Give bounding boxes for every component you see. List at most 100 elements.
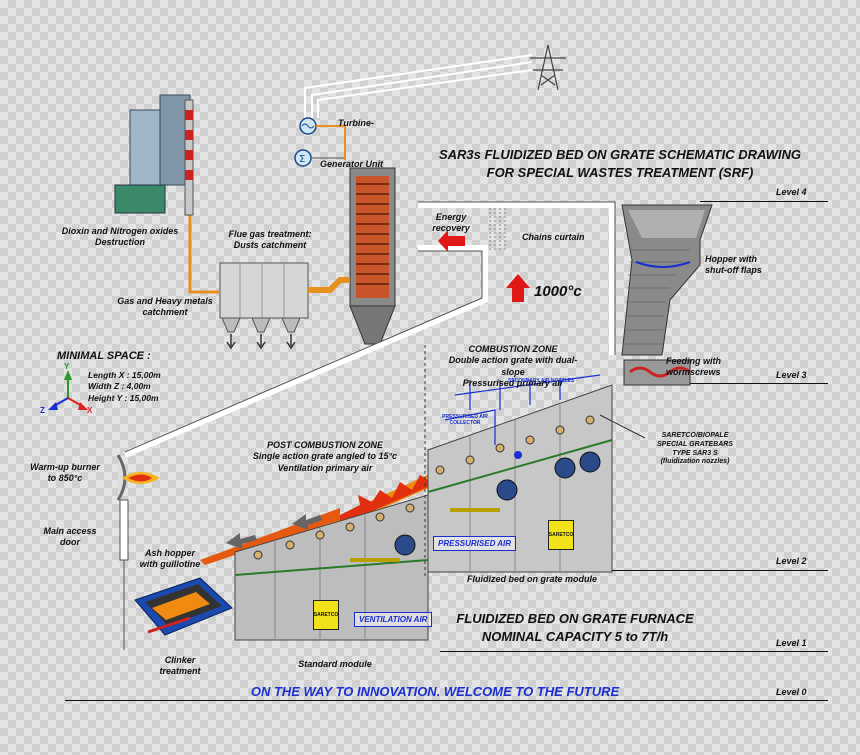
level-2-line: [612, 570, 828, 571]
standard-module: [234, 494, 500, 641]
level-4-line: [700, 201, 828, 202]
access-door-label: Main access door: [30, 526, 110, 549]
ash-line-2: with guillotine: [139, 559, 201, 570]
combustion-line-3: Pressurised primary air: [462, 377, 564, 388]
hopper: [621, 204, 713, 386]
inspection-port-icons: [253, 415, 595, 560]
turbine-label-2: Generator Unit: [320, 159, 384, 169]
minimal-space-dimensions: Length X : 15,00m Width Z : 4,00m Height…: [88, 370, 161, 404]
clinker-line-1: Clinker: [164, 655, 196, 665]
clinker-label: Clinker treatment: [140, 655, 220, 678]
axis-z-label: Z: [40, 406, 45, 415]
dioxin-line-2: Destruction: [94, 237, 145, 248]
hopper-label: Hopper with shut-off flaps: [705, 254, 785, 277]
axis-x-label: X: [87, 406, 93, 415]
dioxin-label: Dioxin and Nitrogen oxides Destruction: [40, 226, 200, 249]
axis-gizmo-icon: [48, 370, 88, 410]
axis-y-label: Y: [64, 362, 70, 371]
flue-line-1: Flue gas treatment:: [228, 229, 312, 239]
dioxin-line-1: Dioxin and Nitrogen oxides: [61, 226, 179, 236]
furnace-line-2: NOMINAL CAPACITY 5 to 7T/h: [481, 628, 669, 644]
chains-curtain: [489, 208, 506, 252]
gratebars-line-4: (fluidization nozzles): [660, 458, 730, 466]
energy-arrow-icon: [438, 230, 465, 252]
pressurised-air-label: PRESSURISED AIR: [433, 536, 517, 551]
ventilation-air-label: VENTILATION AIR: [354, 612, 433, 627]
hopper-line-1: Hopper with: [705, 254, 757, 264]
saretco-plate-right: SARETCO: [548, 520, 574, 550]
flue-gas-treatment-unit: [219, 262, 309, 350]
chimney-building: [114, 94, 194, 216]
gratebars-line-2: SPECIAL GRATEBARS: [657, 440, 733, 448]
access-line-1: Main access: [43, 526, 97, 536]
ash-hopper-label: Ash hopper with guillotine: [130, 548, 210, 571]
post-line-3: Ventilation primary air: [277, 462, 373, 473]
flue-line-2: Dusts catchment: [233, 240, 307, 251]
gas-metals-label: Gas and Heavy metals catchment: [100, 296, 230, 319]
warmup-line-2: to 850°c: [47, 473, 83, 484]
ash-hopper: [134, 577, 233, 636]
power-lines: [304, 54, 533, 118]
turbine-icon: Σ: [294, 117, 317, 167]
slogan: ON THE WAY TO INNOVATION. WELCOME TO THE…: [250, 684, 620, 699]
length-value: Length X : 15,00m: [88, 370, 161, 380]
secondary-air-label: SECONDARY AIR NOZZLES: [508, 378, 575, 384]
level-2-label: Level 2: [776, 556, 807, 566]
energy-line-2: recovery: [432, 223, 470, 234]
level-0-line: [65, 700, 828, 701]
chains-curtain-label: Chains curtain: [522, 232, 585, 242]
combustion-line-2: Double action grate with dual-slope: [448, 355, 578, 377]
gas-line-1: Gas and Heavy metals: [117, 296, 213, 306]
post-line-2: Single action grate angled to 15°c: [252, 451, 398, 462]
title-line-1: SAR3s FLUIDIZED BED ON GRATE SCHEMATIC D…: [438, 147, 802, 162]
post-combustion-label: POST COMBUSTION ZONE Single action grate…: [250, 440, 400, 474]
energy-line-1: Energy: [435, 212, 467, 222]
feeding-line-1: Feeding with: [666, 356, 721, 366]
feeding-label: Feeding with wormscrews: [666, 356, 756, 379]
temperature-label: 1000°c: [534, 283, 582, 300]
power-pylon: [530, 44, 566, 91]
combustion-zone-label: COMBUSTION ZONE Double action grate with…: [438, 344, 588, 389]
clinker-line-2: treatment: [159, 666, 201, 677]
gratebars-label: SARETCO/BIOPALE SPECIAL GRATEBARS TYPE S…: [640, 432, 750, 467]
gratebars-line-3: TYPE SAR3 S: [672, 449, 718, 457]
access-line-2: door: [60, 537, 80, 548]
level-3-label: Level 3: [776, 370, 807, 380]
title-line-2: FOR SPECIAL WASTES TREATMENT (SRF): [486, 164, 754, 180]
turbine-label-1: Turbine-: [338, 118, 374, 128]
flue-gas-label: Flue gas treatment: Dusts catchment: [215, 229, 325, 252]
heat-up-arrow-icon: [506, 274, 530, 302]
saretco-plate-left: SARETCO: [313, 600, 339, 630]
combustion-line-1: COMBUSTION ZONE: [468, 344, 558, 354]
fluidized-module-label: Fluidized bed on grate module: [466, 574, 597, 584]
level-1-label: Level 1: [776, 638, 807, 648]
height-value: Height Y : 15,00m: [88, 392, 159, 403]
minimal-space-heading: MINIMAL SPACE :: [57, 350, 151, 362]
svg-text:Σ: Σ: [299, 154, 305, 165]
furnace-line-1: FLUIDIZED BED ON GRATE FURNACE: [456, 611, 694, 626]
hopper-line-2: shut-off flaps: [705, 265, 762, 276]
level-1-line: [440, 651, 828, 652]
level-3-line: [690, 383, 828, 384]
burner: [116, 454, 160, 650]
feeding-line-2: wormscrews: [666, 367, 721, 378]
post-line-1: POST COMBUSTION ZONE: [266, 440, 383, 450]
level-4-label: Level 4: [776, 187, 807, 197]
warmup-burner-label: Warm-up burner to 850°c: [20, 462, 110, 485]
gratebars-line-1: SARETCO/BIOPALE: [661, 432, 729, 439]
furnace-capacity: FLUIDIZED BED ON GRATE FURNACE NOMINAL C…: [440, 610, 710, 645]
page-title: SAR3s FLUIDIZED BED ON GRATE SCHEMATIC D…: [420, 146, 820, 181]
left-arrow-icon: [292, 514, 322, 530]
left-arrow-icon: [226, 533, 257, 549]
ash-line-1: Ash hopper: [144, 548, 195, 558]
pressurised-collector-label: PRESSURISED AIR COLLECTOR: [442, 414, 488, 426]
furnace-chamber: [123, 202, 615, 458]
boiler: [349, 167, 396, 345]
width-value: Width Z : 4,00m: [88, 381, 151, 392]
energy-recovery-label: Energy recovery: [426, 212, 476, 235]
gas-line-2: catchment: [142, 307, 188, 318]
level-0-label: Level 0: [776, 687, 807, 697]
warmup-line-1: Warm-up burner: [30, 462, 100, 472]
standard-module-label: Standard module: [298, 659, 372, 669]
